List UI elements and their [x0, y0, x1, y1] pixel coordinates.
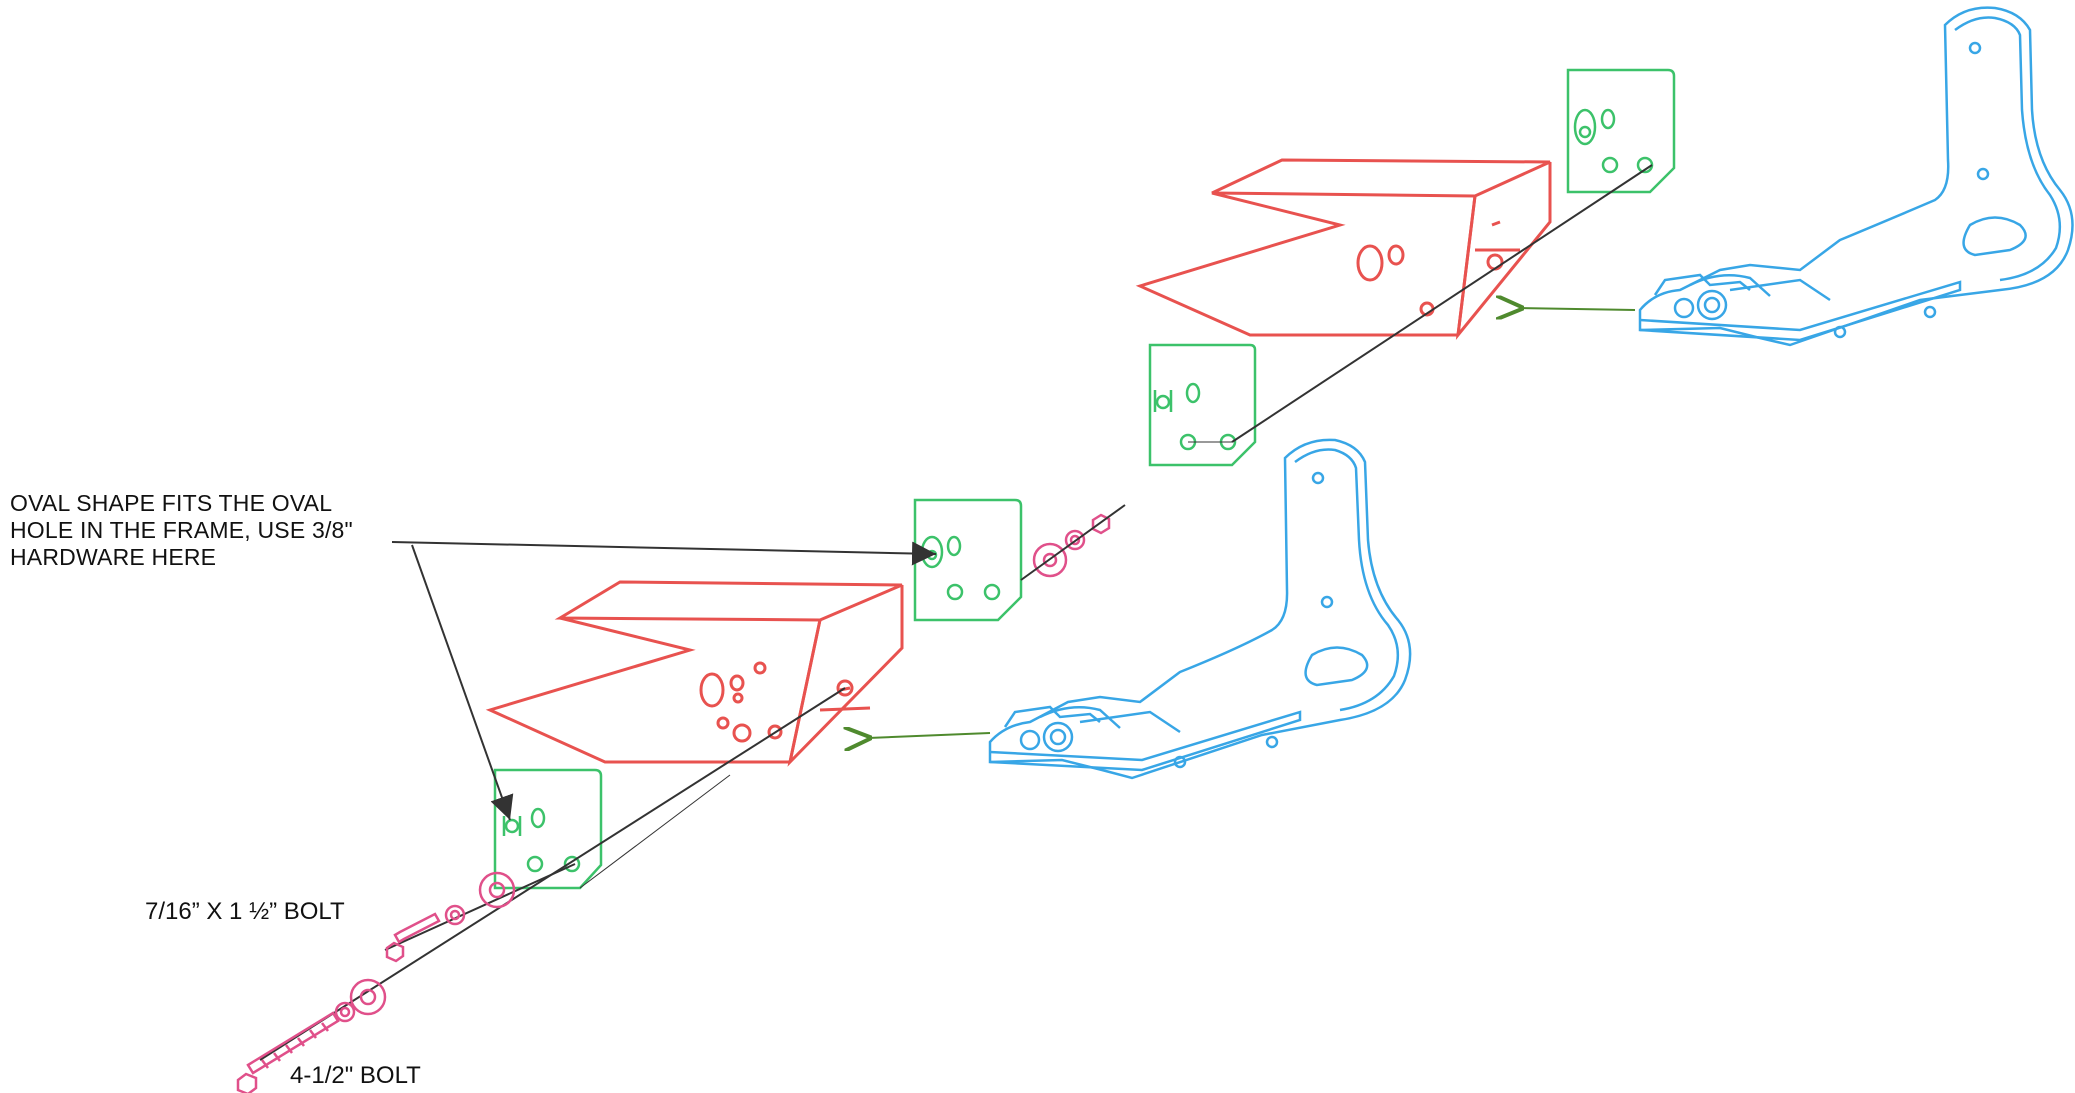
lower-back-plate: [913, 498, 1023, 622]
upper-red-bracket: [1135, 158, 1552, 340]
long-bolt-label: 4-1/2" BOLT: [290, 1062, 421, 1089]
small-bolt-label: 7/16” X 1 ½” BOLT: [145, 898, 345, 925]
long-bolt-icon: [246, 1011, 340, 1075]
lower-mid-axis: [579, 774, 731, 889]
oval-hole-note: OVAL SHAPE FITS THE OVAL HOLE IN THE FRA…: [10, 490, 353, 570]
upper-bolt-axis: [1231, 164, 1653, 443]
upper-front-plate: [1148, 343, 1257, 467]
lower-insert-arrow: [868, 733, 991, 738]
small-bolt-icon: [393, 912, 441, 944]
oval-note-leaders: [391, 541, 937, 821]
upper-insert-arrow: [1520, 308, 1636, 310]
lower-front-plate: [493, 768, 603, 890]
lower-red-bracket: [485, 580, 904, 767]
upper-seat-frame: [1638, 6, 2074, 347]
upper-back-plate: [1566, 68, 1676, 194]
lower-assembly: [236, 438, 1412, 1093]
lower-front-hardware: [236, 871, 516, 1093]
upper-assembly: [1135, 6, 2074, 467]
lower-bolt-axis-short: [384, 863, 576, 951]
lower-back-bolt-axis: [1020, 504, 1126, 581]
lower-seat-frame: [988, 438, 1412, 780]
